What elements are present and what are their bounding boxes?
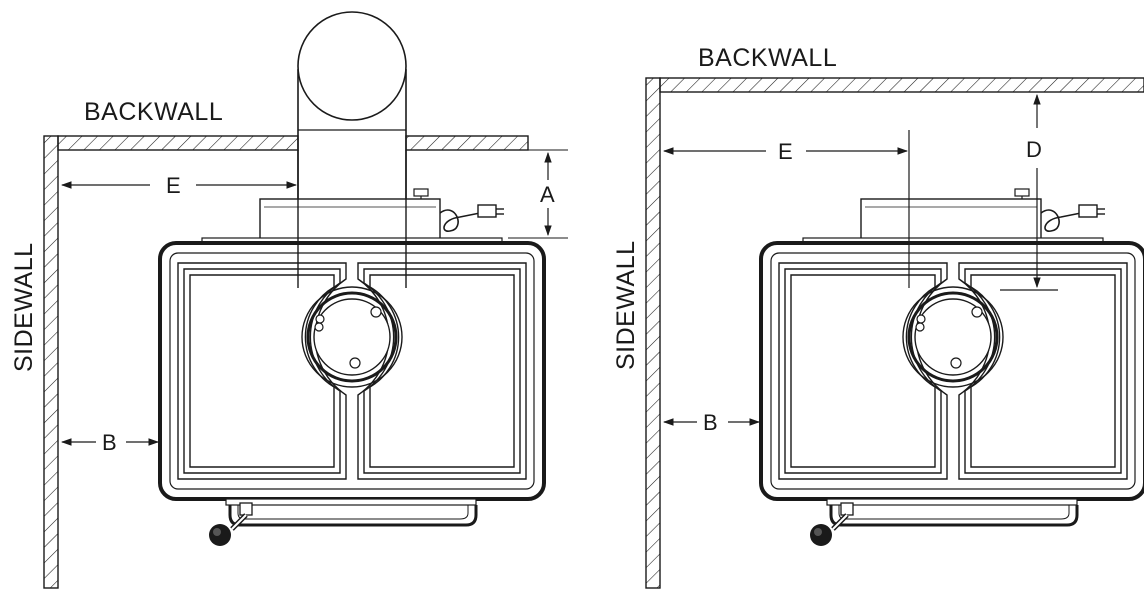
backwall-label: BACKWALL <box>698 44 837 72</box>
sidewall-hatch <box>43 135 59 589</box>
dim-d-label: D <box>1026 137 1042 162</box>
backwall-label: BACKWALL <box>84 98 223 126</box>
backwall-hatch <box>57 135 299 151</box>
flue-pipe-top <box>297 11 407 121</box>
backwall-hatch <box>659 77 1144 93</box>
dim-e-label: E <box>166 173 181 198</box>
dim-b-label: B <box>102 430 117 455</box>
sidewall-hatch <box>645 77 661 589</box>
dim-a-label: A <box>540 182 555 207</box>
sidewall-label: SIDEWALL <box>612 240 640 370</box>
stove-unit <box>761 189 1144 546</box>
sidewall-label: SIDEWALL <box>10 242 38 372</box>
dim-b-label: B <box>703 410 718 435</box>
right-diagram: BACKWALL SIDEWALL E D B <box>612 44 1144 589</box>
dim-e-label: E <box>778 139 793 164</box>
stove-unit <box>160 189 544 546</box>
left-diagram: BACKWALL SIDEWALL E A B <box>10 11 568 589</box>
backwall-hatch <box>405 135 529 151</box>
